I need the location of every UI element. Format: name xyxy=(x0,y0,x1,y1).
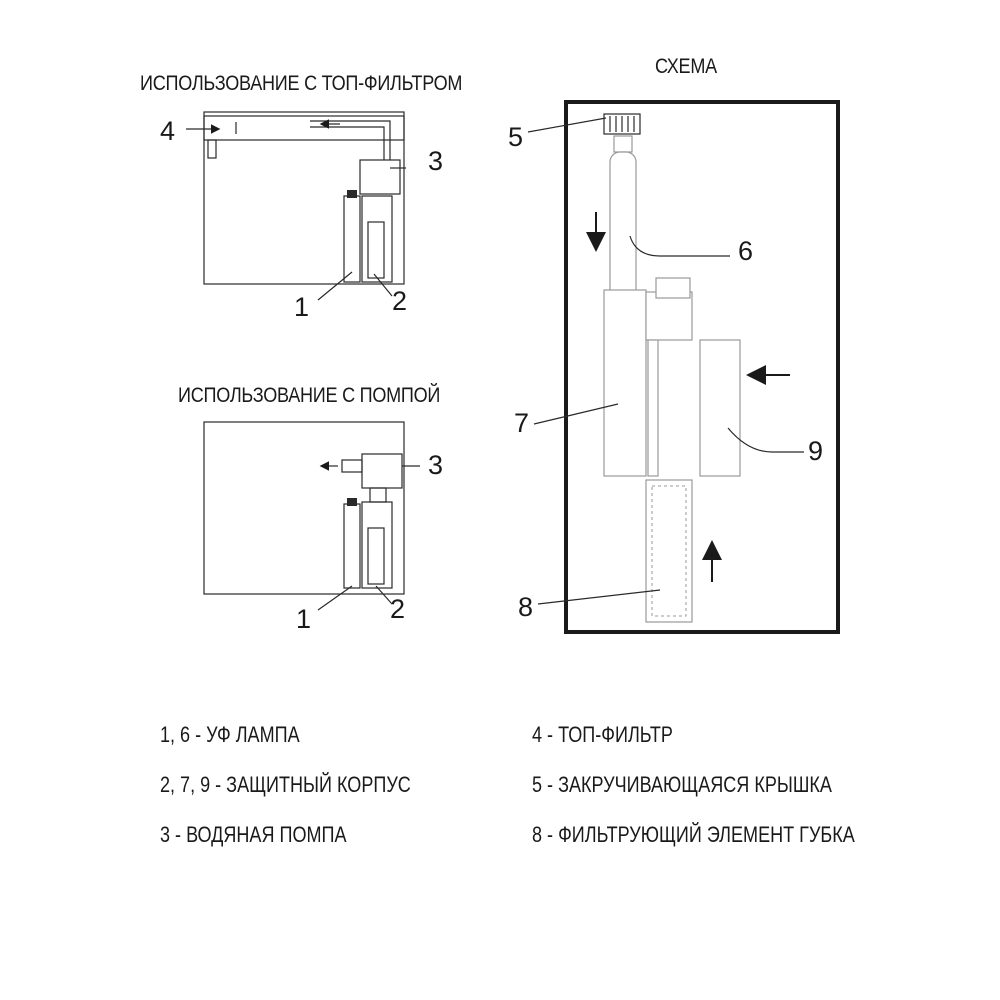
callout-3-top: 3 xyxy=(428,146,443,176)
legend-screw-cap: 5 - ЗАКРУЧИВАЮЩАЯСЯ КРЫШКА xyxy=(532,772,832,797)
title-top-filter-usage: ИСПОЛЬЗОВАНИЕ С ТОП-ФИЛЬТРОМ xyxy=(140,72,463,95)
legend-top-filter: 4 - ТОП-ФИЛЬТР xyxy=(532,722,673,747)
callout-8: 8 xyxy=(518,592,533,622)
legend-protective-housing: 2, 7, 9 - ЗАЩИТНЫЙ КОРПУС xyxy=(160,772,411,797)
protective-housing-9 xyxy=(699,339,741,477)
scheme-frame xyxy=(527,100,840,634)
uv-lamp-pump xyxy=(343,503,361,589)
callout-5: 5 xyxy=(508,122,523,152)
callout-3-pump: 3 xyxy=(428,450,443,480)
callout-2-top: 2 xyxy=(392,286,407,316)
callout-7: 7 xyxy=(514,408,529,438)
water-pump-top xyxy=(359,159,401,195)
legend-water-pump: 3 - ВОДЯНАЯ ПОМПА xyxy=(160,822,347,847)
legend-uv-lamp: 1, 6 - УФ ЛАМПА xyxy=(160,722,300,747)
legend-filter-sponge: 8 - ФИЛЬТРУЮЩИЙ ЭЛЕМЕНТ ГУБКА xyxy=(532,822,855,847)
callout-2-pump: 2 xyxy=(390,594,405,624)
protective-housing-7 xyxy=(603,289,647,477)
callout-6: 6 xyxy=(738,236,753,266)
top-filter-aquarium xyxy=(186,111,406,301)
filter-sponge xyxy=(645,479,693,623)
callout-9: 9 xyxy=(808,436,823,466)
protective-housing-pump xyxy=(361,501,393,589)
screw-cap xyxy=(603,113,641,135)
callout-1-top: 1 xyxy=(294,292,309,322)
callout-4: 4 xyxy=(160,116,175,146)
title-scheme: СХЕМА xyxy=(655,55,717,78)
pump-aquarium xyxy=(203,421,420,611)
callout-1-pump: 1 xyxy=(296,604,311,634)
water-pump xyxy=(361,453,403,489)
protective-housing-top xyxy=(361,195,393,283)
top-filter-tray xyxy=(203,115,405,141)
title-pump-usage: ИСПОЛЬЗОВАНИЕ С ПОМПОЙ xyxy=(178,384,441,407)
uv-lamp-top xyxy=(343,195,361,283)
